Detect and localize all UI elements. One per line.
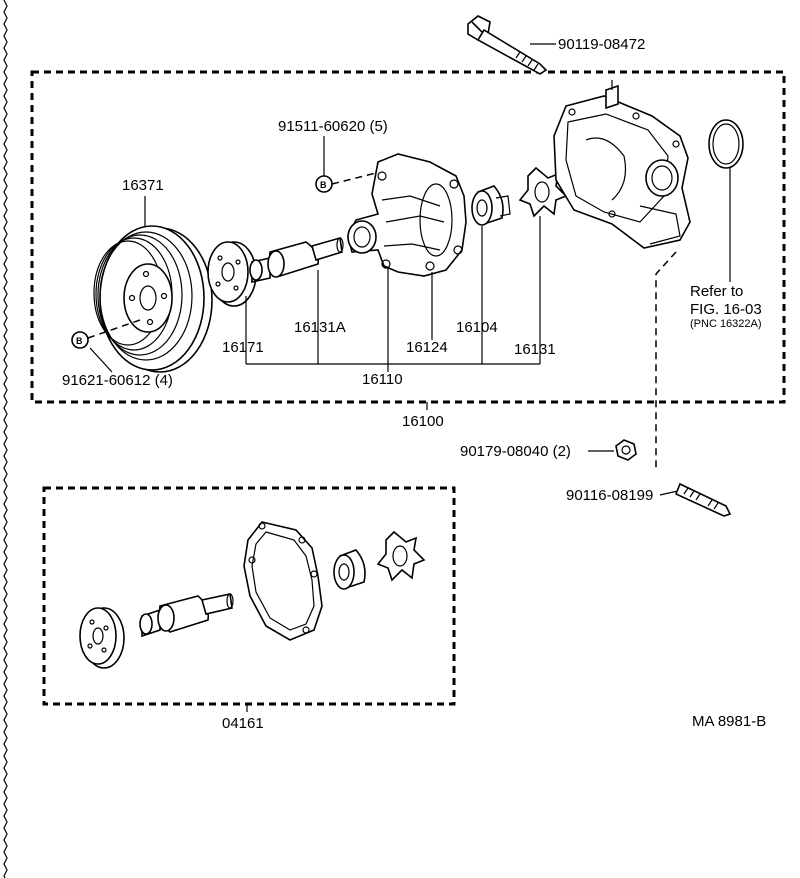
pump-body-16124[interactable] xyxy=(347,153,467,277)
shaft-bearing-16131a[interactable] xyxy=(249,236,344,283)
page-edge xyxy=(3,0,8,878)
label-stud: 90116-08199 xyxy=(566,487,653,504)
pulley-16371[interactable] xyxy=(93,225,213,373)
stud-90116-08199[interactable] xyxy=(674,482,732,517)
label-pulley: 16371 xyxy=(122,177,164,194)
label-sub-assy: 16110 xyxy=(362,371,403,388)
svg-text:B: B xyxy=(320,180,327,190)
reference-line1: Refer to xyxy=(690,283,743,300)
label-seal: 16104 xyxy=(456,319,498,336)
leader-marker-b-lower xyxy=(87,319,141,339)
label-bolt-top: 90119-08472 xyxy=(558,36,645,53)
drawing-code: MA 8981-B xyxy=(692,713,766,730)
reference-line2: FIG. 16-03 xyxy=(690,301,762,318)
assembly-frame-16100 xyxy=(30,70,786,404)
kit-seal[interactable] xyxy=(333,549,366,590)
label-bolt-pulley: 91621-60612 (4) xyxy=(62,372,173,389)
label-flange: 16171 xyxy=(222,339,264,356)
kit-flange[interactable] xyxy=(79,607,125,669)
svg-text:B: B xyxy=(76,336,83,346)
marker-b-upper: B xyxy=(315,175,333,193)
leader-marker-b-upper xyxy=(331,171,381,185)
leader-bolt-pulley xyxy=(89,347,113,373)
kit-impeller[interactable] xyxy=(376,530,426,582)
marker-b-lower: B xyxy=(71,331,89,349)
seal-16104[interactable] xyxy=(471,185,511,226)
reference-line3: (PNC 16322A) xyxy=(690,318,762,330)
impeller-16131[interactable] xyxy=(518,166,568,218)
label-assy: 16100 xyxy=(402,413,444,430)
leader-housing-stud xyxy=(655,251,677,470)
kit-gasket[interactable] xyxy=(243,521,323,641)
label-kit: 04161 xyxy=(222,715,264,732)
pump-housing[interactable] xyxy=(553,80,691,249)
label-bolt-b: 91511-60620 (5) xyxy=(278,118,388,135)
kit-shaft-bearing[interactable] xyxy=(139,593,234,638)
flange-16171[interactable] xyxy=(207,241,257,307)
label-shaft: 16131A xyxy=(294,319,346,336)
nut-90179-08040[interactable] xyxy=(615,439,637,461)
o-ring[interactable] xyxy=(708,119,744,169)
kit-frame-04161 xyxy=(42,486,456,706)
bolt-90119-08472[interactable] xyxy=(467,15,548,75)
label-nut: 90179-08040 (2) xyxy=(460,443,571,460)
label-body: 16124 xyxy=(406,339,448,356)
label-impeller: 16131 xyxy=(514,341,556,358)
